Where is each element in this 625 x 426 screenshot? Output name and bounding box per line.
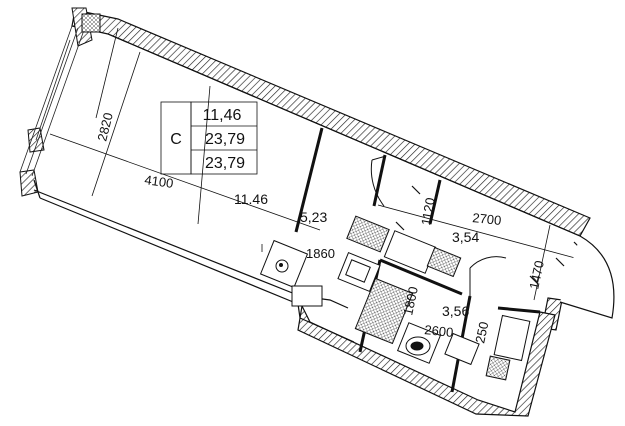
dim-bath-length: 2600: [424, 322, 454, 340]
dim-room-length: 4100: [144, 172, 175, 191]
dim-bath-width: 1800: [400, 285, 421, 316]
doors: [370, 155, 615, 319]
main-room-area: 11.46: [234, 191, 268, 207]
dim-entry-width: 1120: [418, 196, 438, 226]
dim-room-depth: 2820: [94, 111, 116, 143]
bathroom-fixtures: [81, 13, 531, 381]
dim-hall-width: 1470: [526, 259, 547, 290]
dim-bath-small: 250: [472, 320, 491, 344]
summary-living-area: 11,46: [203, 107, 242, 124]
summary-type-letter: С: [170, 131, 182, 148]
dim-kitchen-run: 1860: [306, 246, 335, 261]
kitchen-fixtures: [259, 215, 462, 307]
summary-total-area-repeat: 23,79: [205, 155, 245, 172]
hall-area: 3,54: [452, 229, 479, 245]
kitchen-area: 5,23: [300, 209, 327, 225]
summary-total-area: 23,79: [205, 131, 245, 148]
window-strip: [19, 25, 85, 177]
dimension-guides: [49, 27, 591, 301]
inner-outline: [33, 33, 581, 343]
dimension-ticks: [395, 185, 583, 285]
dim-hall-length: 2700: [472, 210, 502, 228]
outer-walls: [19, 7, 591, 417]
bathroom-area: 3,56: [442, 303, 469, 319]
area-summary-table: [160, 101, 258, 175]
